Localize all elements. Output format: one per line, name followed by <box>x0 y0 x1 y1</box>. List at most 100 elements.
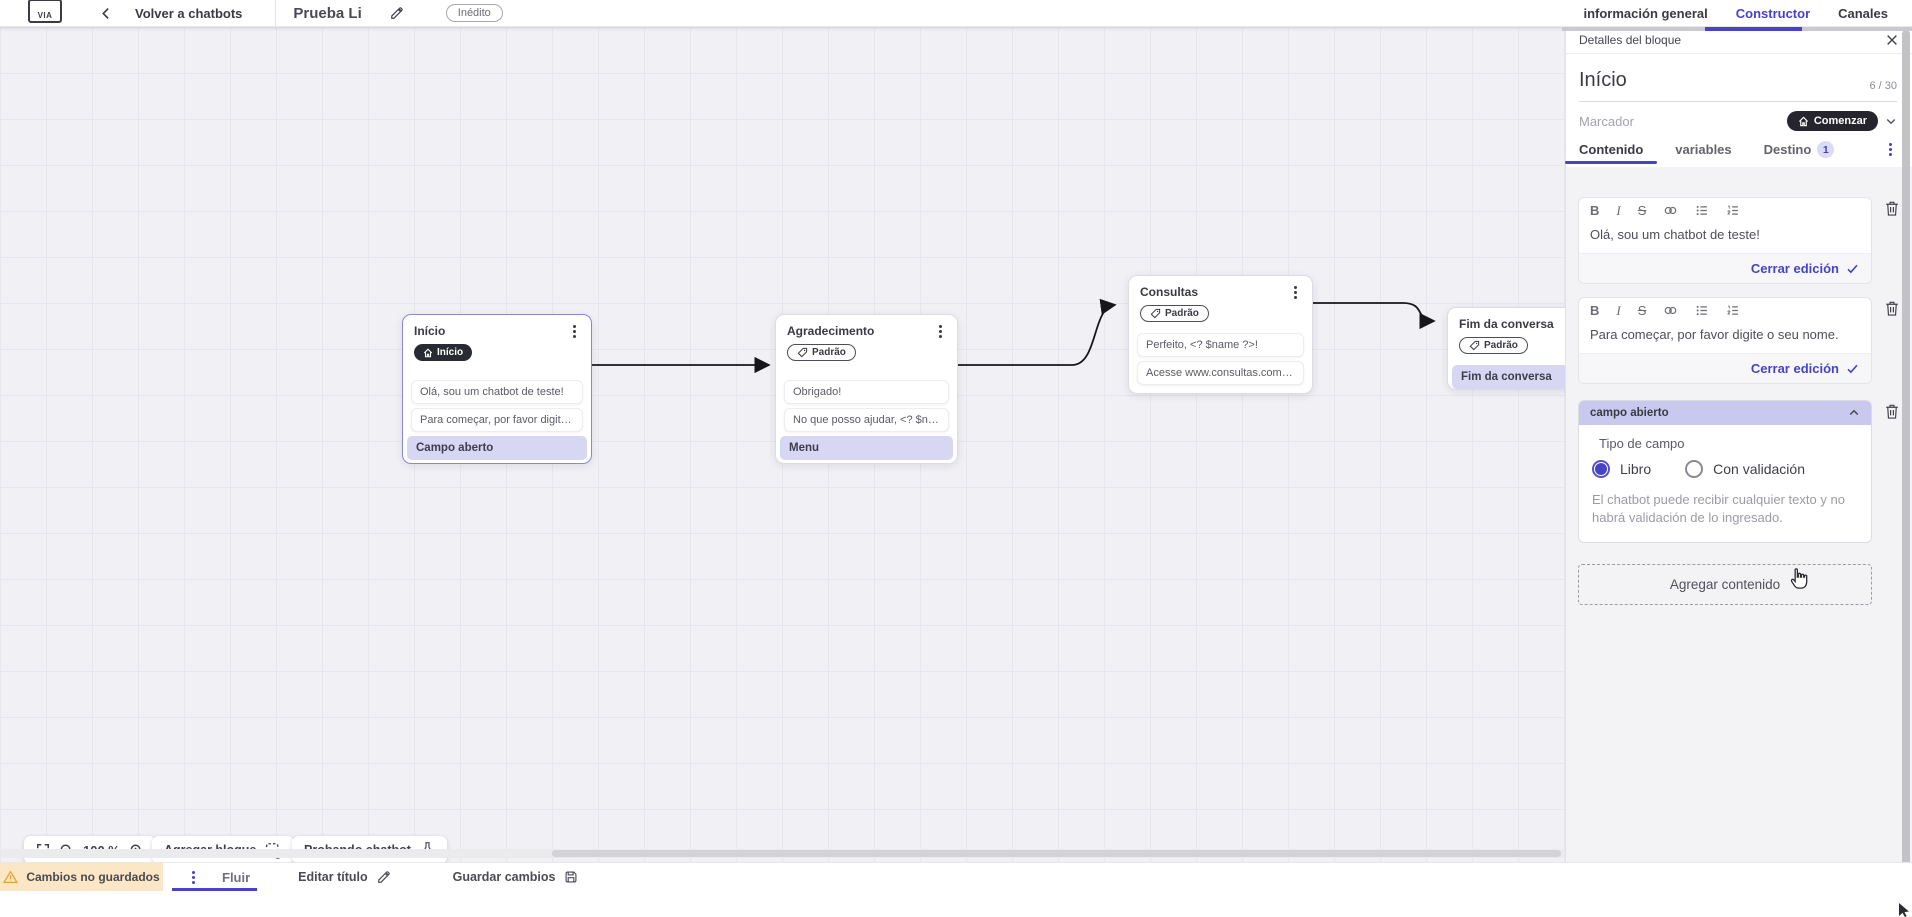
scrollbar-thumb[interactable] <box>552 850 1561 857</box>
app-logo[interactable]: VIA <box>28 0 62 23</box>
node-menu-icon[interactable] <box>933 325 947 338</box>
tab-variables[interactable]: variables <box>1675 142 1732 157</box>
trash-icon[interactable] <box>1884 300 1900 317</box>
node-title: Agradecimento <box>787 324 875 338</box>
editor-text[interactable]: Para começar, por favor digite o seu nom… <box>1579 322 1871 353</box>
node-message[interactable]: Olá, sou um chatbot de teste! <box>411 379 583 404</box>
edit-title-button[interactable]: Editar título <box>298 870 390 884</box>
app-logo-text: VIA <box>37 11 53 20</box>
char-counter: 6 / 30 <box>1869 80 1897 92</box>
bold-button[interactable]: B <box>1590 203 1600 218</box>
chatbot-title: Prueba Li <box>293 4 362 22</box>
node-menu-icon[interactable] <box>567 325 581 338</box>
edit-title-pencil-icon[interactable] <box>390 6 404 20</box>
trash-icon[interactable] <box>1884 200 1900 217</box>
node-open-field-row[interactable]: Campo aberto <box>407 435 587 460</box>
node-title: Consultas <box>1140 285 1199 299</box>
warning-triangle-icon <box>3 870 18 884</box>
message-editor[interactable]: B I S Olá, sou um chatbot de teste! Cerr… <box>1578 197 1872 284</box>
flow-canvas[interactable]: Início Início Olá, sou um chatbot de tes… <box>0 27 1607 864</box>
panel-title: Detalles del bloque <box>1579 33 1682 47</box>
marker-label: Marcador <box>1579 113 1634 129</box>
pencil-icon <box>377 871 390 883</box>
strikethrough-button[interactable]: S <box>1637 303 1647 318</box>
radio-option-libre[interactable]: Libro <box>1592 460 1651 478</box>
tag-icon <box>1150 308 1161 319</box>
back-to-chatbots-link[interactable]: Volver a chatbots <box>135 5 243 21</box>
radio-selected[interactable] <box>1592 460 1610 478</box>
add-content-button[interactable]: Agregar contenido <box>1578 564 1872 605</box>
save-changes-button[interactable]: Guardar cambios <box>453 870 579 884</box>
trash-icon[interactable] <box>1884 403 1900 420</box>
chevron-down-icon[interactable] <box>1885 115 1897 127</box>
ordered-list-icon[interactable] <box>1726 204 1740 217</box>
node-agradecimento[interactable]: Agradecimento Padrão Obrigado! No que po… <box>775 314 958 464</box>
node-message[interactable]: Obrigado! <box>784 380 949 404</box>
canvas-horizontal-scrollbar[interactable] <box>0 849 1565 858</box>
bullet-list-icon[interactable] <box>1695 204 1709 217</box>
editor-text[interactable]: Olá, sou um chatbot de teste! <box>1579 222 1871 253</box>
node-title: Fim da conversa <box>1459 317 1554 331</box>
node-message[interactable]: Para começar, por favor digite o ... <box>411 407 583 432</box>
main-tabs: información general Constructor Canales <box>1583 0 1888 27</box>
link-icon[interactable] <box>1663 204 1678 217</box>
edge-agradecimento-consultas <box>958 298 1117 366</box>
editor-toolbar: B I S <box>1579 298 1871 322</box>
ordered-list-icon[interactable] <box>1726 304 1740 317</box>
open-field-header[interactable]: campo abierto <box>1579 401 1871 425</box>
node-badge-padrao: Padrão <box>1140 305 1209 322</box>
tab-fluir[interactable]: Fluir <box>222 869 251 885</box>
field-helper-text: El chatbot puede recibir cualquier texto… <box>1592 492 1845 525</box>
node-menu-row[interactable]: Menu <box>780 436 953 460</box>
node-inicio[interactable]: Início Início Olá, sou um chatbot de tes… <box>402 314 592 464</box>
flow-tab-indicator <box>172 888 257 891</box>
tab-destino[interactable]: Destino 1 <box>1764 141 1835 164</box>
block-name-input[interactable]: Início <box>1579 69 1627 91</box>
canvas-top-shadow <box>0 27 1565 32</box>
italic-button[interactable]: I <box>1616 303 1621 318</box>
node-message[interactable]: No que posso ajudar, <? $name ... <box>784 408 949 432</box>
bullet-list-icon[interactable] <box>1695 304 1709 317</box>
tab-informacion-general[interactable]: información general <box>1583 6 1708 21</box>
marker-value-pill[interactable]: Comenzar <box>1786 111 1878 131</box>
tab-constructor[interactable]: Constructor <box>1735 6 1811 21</box>
destination-count-badge: 1 <box>1817 141 1835 158</box>
save-icon <box>565 871 577 883</box>
top-bar: VIA Volver a chatbots Prueba Li Inédito … <box>0 0 1912 27</box>
node-message[interactable]: Perfeito, <? $name ?>! <box>1137 333 1304 357</box>
fullscreen-icon[interactable] <box>36 843 50 857</box>
open-field-block: campo abierto Tipo de campo Libro Con va… <box>1578 400 1872 543</box>
bold-button[interactable]: B <box>1590 303 1600 318</box>
status-badge: Inédito <box>445 4 503 22</box>
node-menu-icon[interactable] <box>1288 286 1302 299</box>
tab-canales[interactable]: Canales <box>1838 6 1888 21</box>
flow-menu-icon[interactable] <box>186 871 200 884</box>
node-badge-padrao: Padrão <box>1459 337 1528 354</box>
radio-unselected[interactable] <box>1685 460 1704 478</box>
tag-icon <box>797 347 808 358</box>
main-tab-underline-track <box>1562 27 1912 31</box>
panel-menu-icon[interactable] <box>1883 143 1897 162</box>
italic-button[interactable]: I <box>1616 203 1621 218</box>
panel-vertical-scrollbar[interactable] <box>1902 30 1910 876</box>
check-icon <box>1847 364 1858 374</box>
node-title: Início <box>414 324 446 338</box>
block-details-panel: Detalles del bloque Início 6 / 30 Marcad… <box>1564 27 1912 917</box>
close-edit-button[interactable]: Cerrar edición <box>1750 361 1839 376</box>
message-editor[interactable]: B I S Para começar, por favor digite o s… <box>1578 297 1872 384</box>
tab-contenido[interactable]: Contenido <box>1564 142 1658 164</box>
node-consultas[interactable]: Consultas Padrão Perfeito, <? $name ?>! … <box>1128 275 1313 394</box>
back-chevron-icon[interactable] <box>100 7 113 20</box>
check-icon <box>1847 264 1858 274</box>
radio-option-con-validacion[interactable]: Con validación <box>1685 460 1805 478</box>
node-message[interactable]: Acesse www.consultas.com par... <box>1137 361 1304 385</box>
strikethrough-button[interactable]: S <box>1637 203 1647 218</box>
corner-cursor-icon <box>1898 902 1911 917</box>
unsaved-changes-warning: Cambios no guardados <box>0 863 163 891</box>
field-type-label: Tipo de campo <box>1599 436 1685 451</box>
chevron-up-icon[interactable] <box>1848 407 1860 419</box>
close-edit-button[interactable]: Cerrar edición <box>1750 261 1839 276</box>
close-icon[interactable] <box>1885 33 1899 47</box>
node-badge-inicio: Início <box>414 344 473 361</box>
link-icon[interactable] <box>1663 304 1678 317</box>
